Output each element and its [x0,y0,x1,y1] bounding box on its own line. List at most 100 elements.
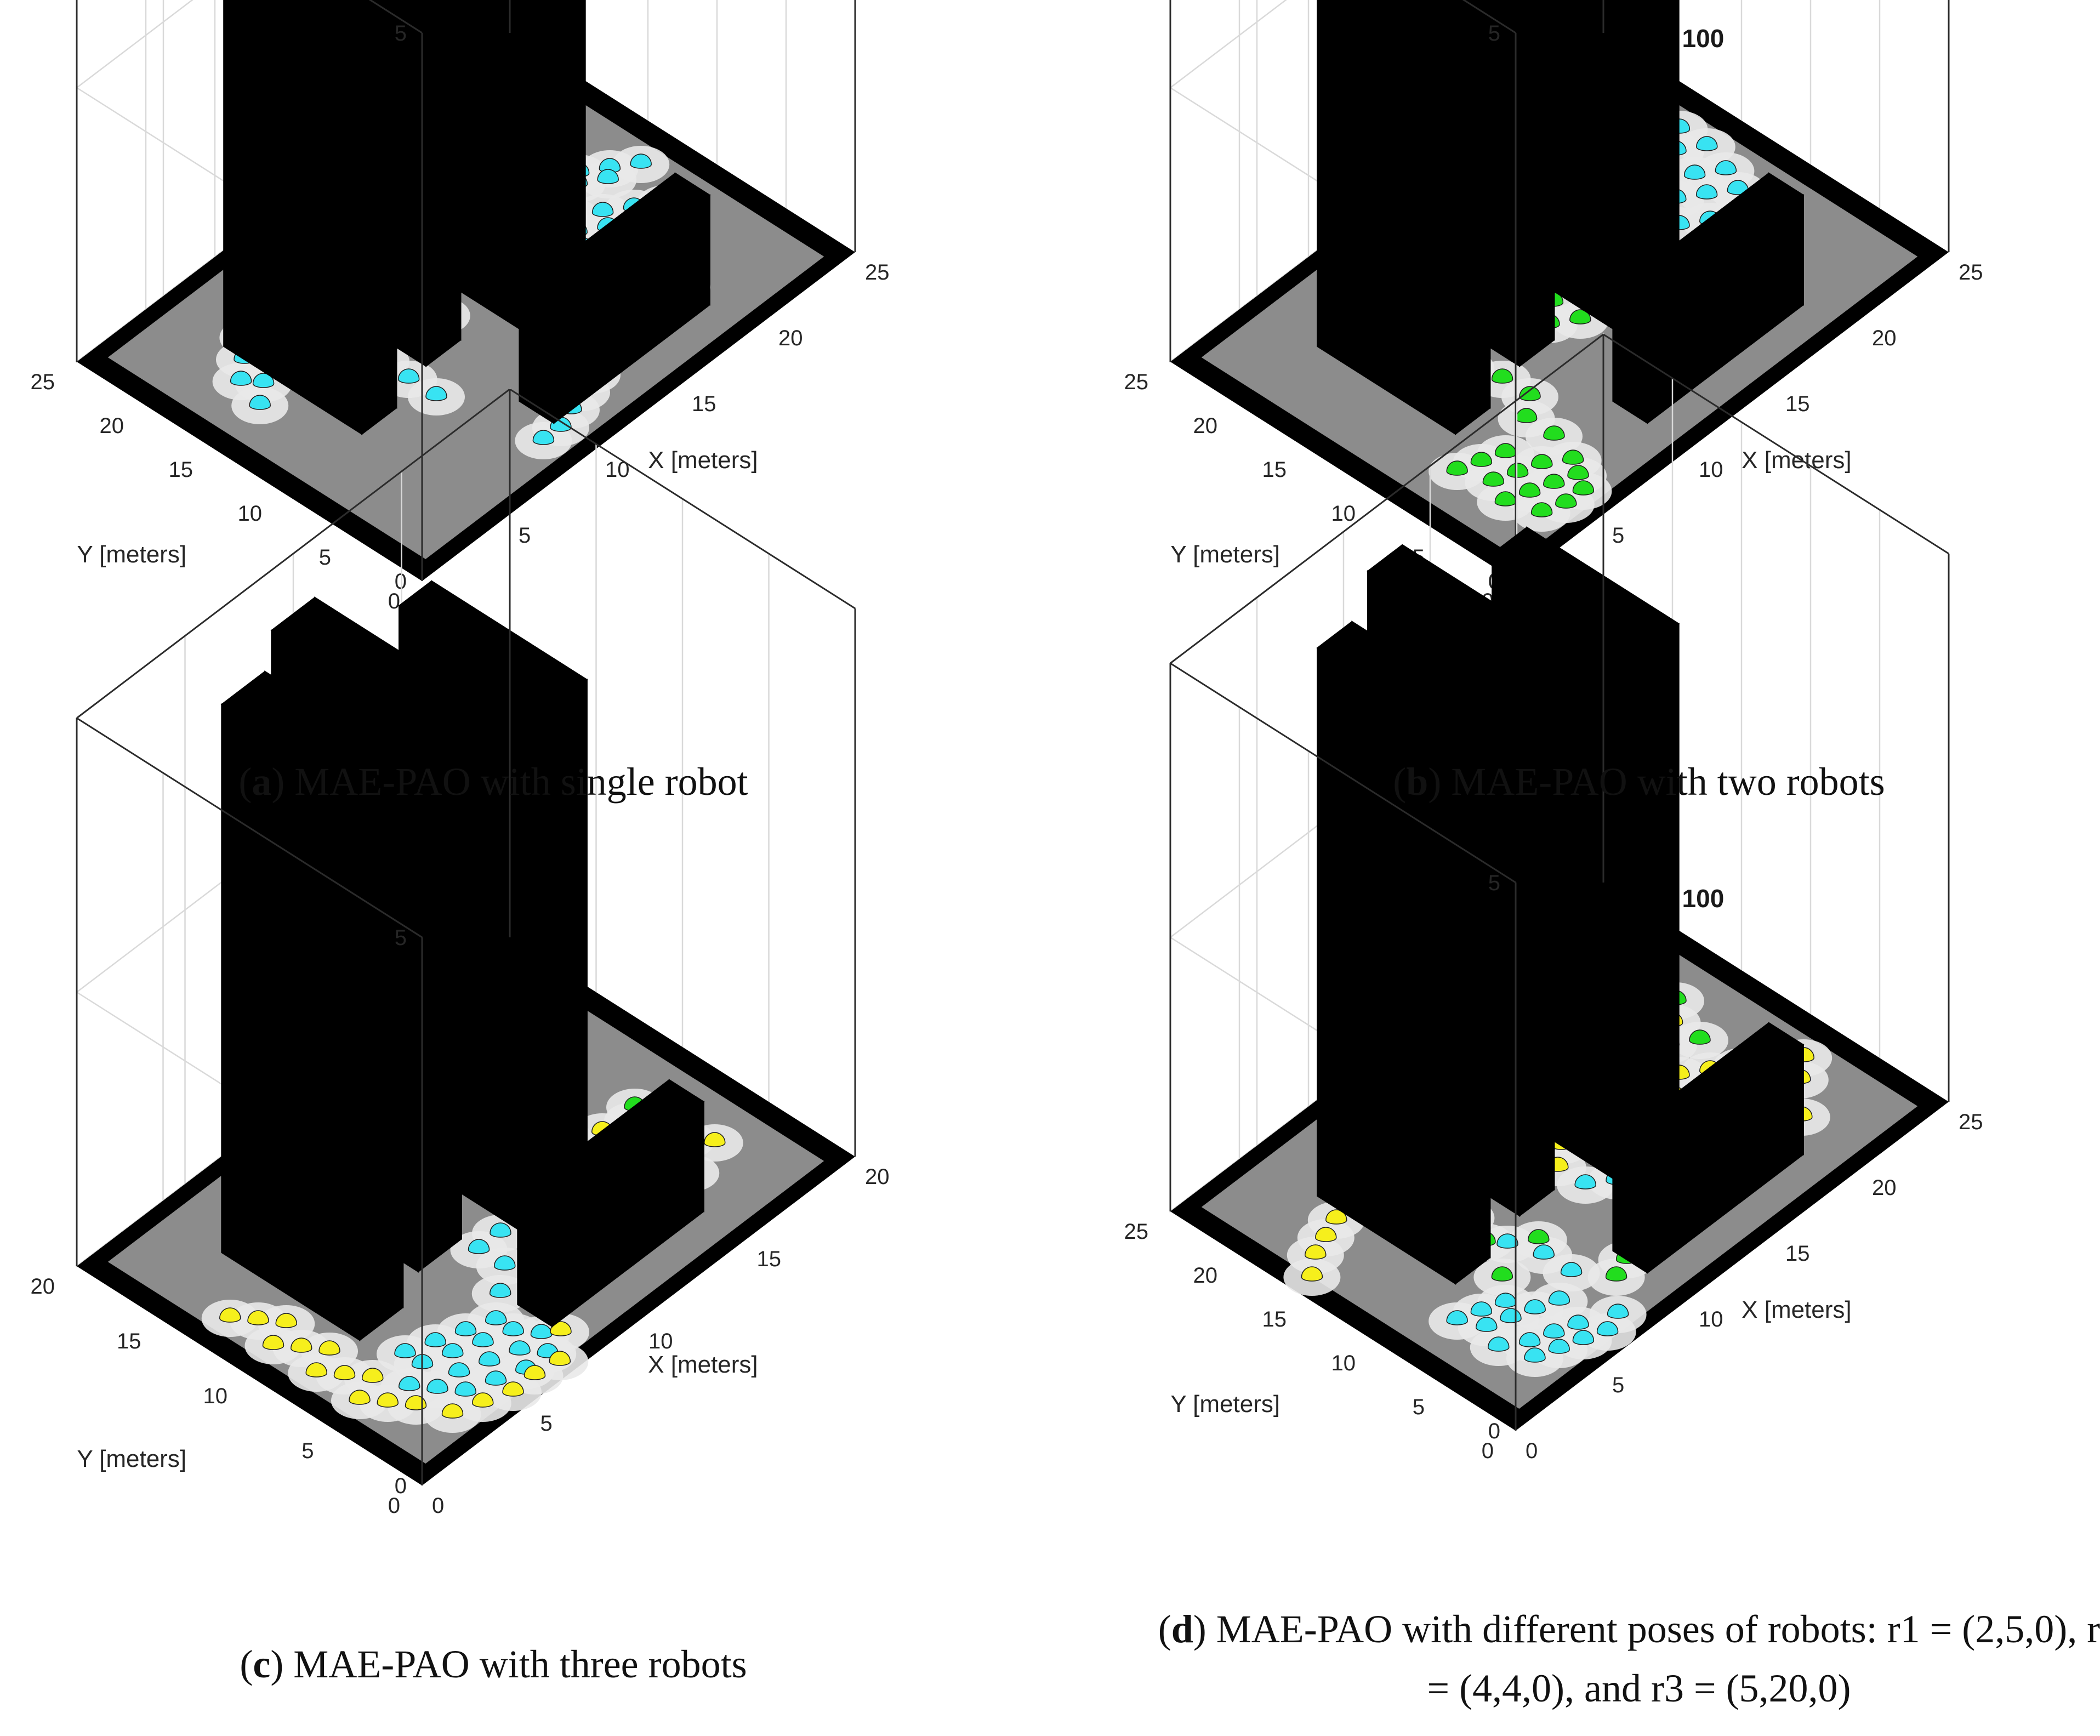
robot-point [425,386,447,401]
x-tick-label: 5 [540,1411,553,1436]
robot-point [448,1362,470,1378]
robot-point [471,1392,494,1408]
obstacle [1316,621,1492,737]
x-tick-label: 25 [1959,260,1983,284]
robot-point [1569,309,1591,325]
x-axis-label: X [meters] [1742,447,1852,474]
robot-point [1518,482,1541,498]
robot-point [1567,1314,1589,1330]
x-tick-label: 20 [1872,1176,1897,1200]
y-tick-label: 25 [1124,370,1149,394]
obstacle [1492,0,1645,350]
x-axis-label: X [meters] [648,1351,758,1378]
robot-point [489,1283,511,1298]
x-axis-label: X [meters] [1742,1296,1852,1323]
y-axis-label: Y [meters] [1170,541,1280,568]
robot-point [1446,1310,1468,1325]
robot-point [1488,1336,1510,1352]
z-tick-label: 5 [1488,21,1500,45]
y-tick-label: 25 [31,370,55,394]
robot-point [1530,502,1553,517]
robot-point [405,1395,427,1410]
z-tick-label: 0 [1488,1419,1500,1443]
x-tick-label: 25 [1959,1110,1983,1134]
robot-point [305,1362,328,1378]
y-axis-label: Y [meters] [77,1445,186,1472]
z-tick-label: 0 [395,570,407,594]
robot-point [1607,1304,1629,1319]
axis-box-edge [509,388,856,610]
obstacle [1491,526,1680,651]
robot-point [468,1239,490,1254]
x-tick-label: 0 [1526,1439,1538,1463]
x-tick-label: 20 [778,326,803,350]
y-tick-label: 10 [1331,1351,1356,1375]
x-tick-label: 15 [692,392,716,416]
y-axis-label: Y [meters] [1170,1391,1280,1418]
robot-point [1562,449,1584,465]
robot-point [1482,471,1505,487]
caption-b: (b) MAE-PAO with two robots [1393,760,1885,804]
robot-point [1470,1301,1493,1317]
robot-point [490,1222,511,1238]
x-tick-label: 10 [1699,1307,1723,1331]
robot-point [1543,425,1565,441]
obstacle [1612,1140,1648,1274]
x-tick-label: 15 [1785,392,1810,416]
robot-point [1696,136,1718,151]
y-tick-label: 15 [1262,458,1287,482]
y-tick-label: 0 [388,1494,400,1518]
robot-point [1528,1229,1550,1244]
y-tick-label: 15 [117,1329,141,1353]
robot-point [1524,1347,1546,1363]
y-tick-label: 0 [1482,1439,1494,1463]
robot-point [252,373,275,388]
z-tick-label: 5 [395,926,407,950]
robot-point [1683,164,1706,180]
robot-point [290,1337,312,1353]
obstacle [1612,1022,1805,1164]
robot-point [472,1332,494,1347]
x-tick-label: 15 [1785,1242,1810,1266]
obstacle [398,580,588,705]
robot-point [1476,1317,1498,1332]
robot-point [349,1390,371,1405]
y-tick-label: 20 [1193,414,1218,438]
x-tick-label: 15 [757,1247,782,1271]
grid-line [1170,0,1287,88]
robot-point [509,1340,531,1356]
axis-box-edge [1170,662,1516,884]
z-tick-label: 5 [395,21,407,45]
robot-point [454,1381,477,1397]
robot-point [219,1307,241,1323]
robot-point [1301,1266,1323,1282]
y-tick-label: 5 [301,1439,314,1463]
robot-point [1506,463,1529,478]
robot-point [1689,1029,1711,1045]
robot-point [1496,1233,1518,1249]
obstacle [1612,291,1648,424]
y-tick-label: 0 [388,589,400,613]
robot-point [1572,1330,1595,1345]
robot-point [1543,474,1565,489]
robot-point [493,1255,516,1271]
robot-point [591,202,614,217]
x-tick-label: 5 [1612,1373,1624,1397]
x-tick-label: 10 [605,458,630,482]
robot-point [1567,465,1589,480]
robot-point [1605,1266,1627,1282]
robot-point [441,1403,464,1419]
panel-c: Iteration = 100050510152005101520X [mete… [31,388,890,1518]
robot-point [532,430,555,445]
robot-point [426,1379,448,1394]
obstacle [1317,647,1456,1285]
obstacle [223,0,363,435]
x-tick-label: 25 [865,260,890,284]
robot-point [275,1313,298,1328]
obstacle [220,670,405,793]
obstacle [1317,0,1456,435]
robot-point [1519,386,1541,401]
